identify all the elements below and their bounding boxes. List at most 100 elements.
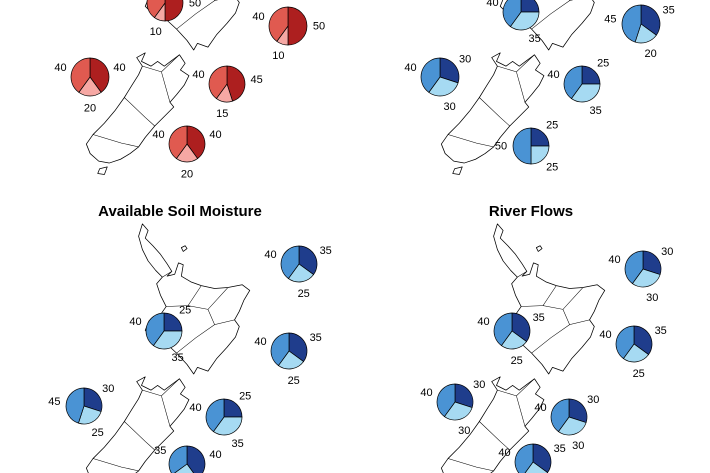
- map-panel-river-flows: 303040352540352540303040303040352540: [420, 223, 673, 473]
- pie-slice-light: [443, 401, 473, 421]
- pie-value-label: 35: [231, 438, 243, 450]
- pie-value-label: 25: [597, 57, 609, 69]
- pie-slice-mid: [436, 383, 456, 418]
- pie-slice-dark: [642, 250, 662, 276]
- pie-slice-dark: [226, 65, 246, 102]
- pie-value-label: 50: [313, 21, 325, 33]
- pie-value-label: 35: [310, 332, 322, 344]
- pie-slice-dark: [89, 57, 110, 93]
- pie-slice-light: [570, 83, 601, 103]
- pie-value-label: 40: [54, 62, 66, 74]
- pie-value-label: 35: [533, 312, 545, 324]
- pie-slice-mid: [280, 245, 300, 280]
- pie-value-label: 35: [320, 245, 332, 257]
- pie-slice-light: [509, 11, 540, 31]
- pie-value-label: 30: [661, 246, 673, 258]
- pie-value-label: 30: [102, 383, 114, 395]
- pie-slice-mid: [621, 4, 642, 43]
- pie-slice-dark: [298, 245, 318, 276]
- pie-slice-mid: [145, 312, 165, 347]
- pie-value-label: 40: [534, 402, 546, 414]
- pie-slice-mid: [624, 250, 644, 285]
- pie-slice-mid: [65, 387, 85, 424]
- pie-slice-dark: [186, 445, 206, 473]
- pie-value-label: 40: [477, 316, 489, 328]
- pie-slice-mid: [70, 57, 91, 93]
- pie-value-label: 40: [192, 69, 204, 81]
- pie-slice-light: [152, 330, 183, 350]
- probability-pie: 25 35 40: [189, 390, 251, 450]
- pie-slice-mid: [420, 57, 441, 93]
- pie-slice-dark: [511, 312, 531, 343]
- panel-title-soil-moisture: Available Soil Moisture: [98, 203, 262, 220]
- pie-value-label: 40: [608, 254, 620, 266]
- pie-value-label: 30: [458, 425, 470, 437]
- pie-slice-mid: [205, 398, 225, 433]
- pie-value-label: 20: [181, 169, 193, 181]
- pie-value-label: 25: [298, 288, 310, 300]
- panel-title-river-flows: River Flows: [489, 203, 573, 220]
- pie-value-label: 10: [272, 50, 284, 62]
- pie-value-label: 30: [459, 53, 471, 65]
- pie-value-label: 30: [572, 440, 584, 452]
- pie-value-label: 40: [404, 62, 416, 74]
- pie-value-label: 45: [604, 14, 616, 26]
- probability-pie: 30 30 40: [608, 246, 673, 304]
- pie-value-label: 10: [150, 26, 162, 38]
- pie-slice-dark: [287, 6, 308, 46]
- pie-slice-mid: [493, 312, 513, 347]
- pie-slice-dark: [532, 443, 552, 473]
- pie-slice-light: [212, 416, 243, 436]
- map-panel-top-left-red: 501040501040402040451540402040: [54, 0, 325, 181]
- pie-value-label: 25: [239, 390, 251, 402]
- pie-value-label: 45: [250, 74, 262, 86]
- pie-slice-mid: [168, 125, 188, 160]
- pie-value-label: 40: [547, 69, 559, 81]
- pie-value-label: 30: [646, 292, 658, 304]
- pie-value-label: 40: [486, 0, 498, 9]
- pie-value-label: 40: [599, 329, 611, 341]
- pie-value-label: 35: [154, 445, 166, 457]
- pie-value-label: 35: [655, 325, 667, 337]
- pie-value-label: 30: [473, 379, 485, 391]
- pie-value-label: 25: [179, 304, 191, 316]
- pie-value-label: 20: [644, 48, 656, 60]
- pie-value-label: 25: [546, 162, 558, 174]
- pie-value-label: 40: [189, 402, 201, 414]
- pie-slice-dark: [439, 57, 460, 84]
- pie-value-label: 40: [254, 336, 266, 348]
- pie-value-label: 50: [189, 0, 201, 10]
- pie-value-label: 25: [91, 427, 103, 439]
- pie-slice-dark: [164, 0, 184, 22]
- pie-slice-light: [428, 76, 459, 97]
- pie-slice-mid: [550, 398, 570, 433]
- pie-slice-light: [557, 416, 587, 436]
- pie-value-label: 40: [152, 129, 164, 141]
- pie-slice-dark: [288, 332, 308, 363]
- pie-value-label: 25: [546, 119, 558, 131]
- pie-slice-mid: [514, 443, 534, 473]
- pie-slice-mid: [268, 6, 289, 42]
- pie-value-label: 40: [209, 449, 221, 461]
- pie-slice-dark: [454, 383, 474, 409]
- pie-slice-dark: [633, 325, 653, 356]
- pie-slice-mid: [146, 0, 166, 19]
